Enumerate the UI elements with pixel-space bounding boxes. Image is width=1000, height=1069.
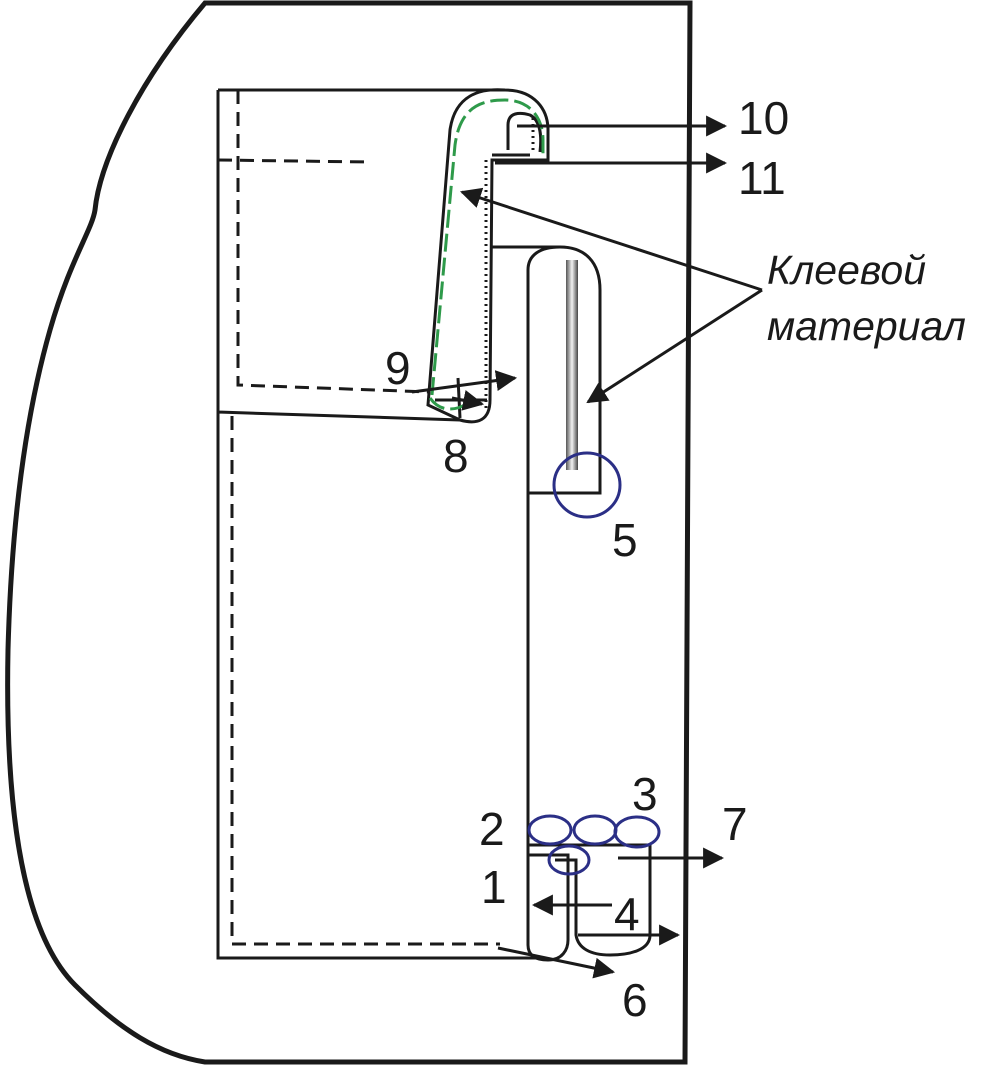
label-2: 2 [479, 803, 505, 855]
label-3: 3 [632, 768, 658, 820]
marker-circle-5 [552, 451, 622, 519]
facing-strip [492, 245, 602, 962]
label-10: 10 [738, 92, 789, 144]
arrow-6 [497, 946, 616, 979]
arrow-9 [411, 370, 518, 394]
arrow-glue-to-welt [460, 187, 763, 292]
annotation-line-2: материал [767, 303, 966, 349]
glue-strip [566, 260, 578, 470]
marker-circle-2a [527, 814, 573, 846]
pocket-dashed-seam-upper [217, 158, 371, 164]
marker-circle-2b [572, 814, 618, 846]
pocket-dashed-seam-lower [230, 416, 500, 946]
marker-circle-3 [613, 815, 661, 849]
welt-connection-line [492, 153, 548, 162]
arrow-9-short [451, 389, 485, 411]
pocket-bag-outline [216, 88, 545, 960]
label-4: 4 [614, 888, 640, 940]
folded-welt [426, 88, 550, 424]
label-9: 9 [385, 342, 411, 394]
welt-inner-fold [506, 111, 543, 153]
label-8: 8 [443, 430, 469, 482]
garment-panel-outline [5, 0, 693, 1065]
label-1: 1 [481, 861, 507, 913]
annotation-line-1: Клеевой [767, 247, 926, 293]
marker-circle-1 [547, 844, 591, 876]
label-11: 11 [738, 152, 786, 204]
label-6: 6 [622, 974, 648, 1026]
arrow-glue-to-strip [586, 288, 763, 404]
label-5: 5 [612, 514, 638, 566]
pocket-dashed-outline [236, 90, 431, 394]
lower-facing-outline [528, 843, 652, 957]
label-7: 7 [722, 798, 748, 850]
